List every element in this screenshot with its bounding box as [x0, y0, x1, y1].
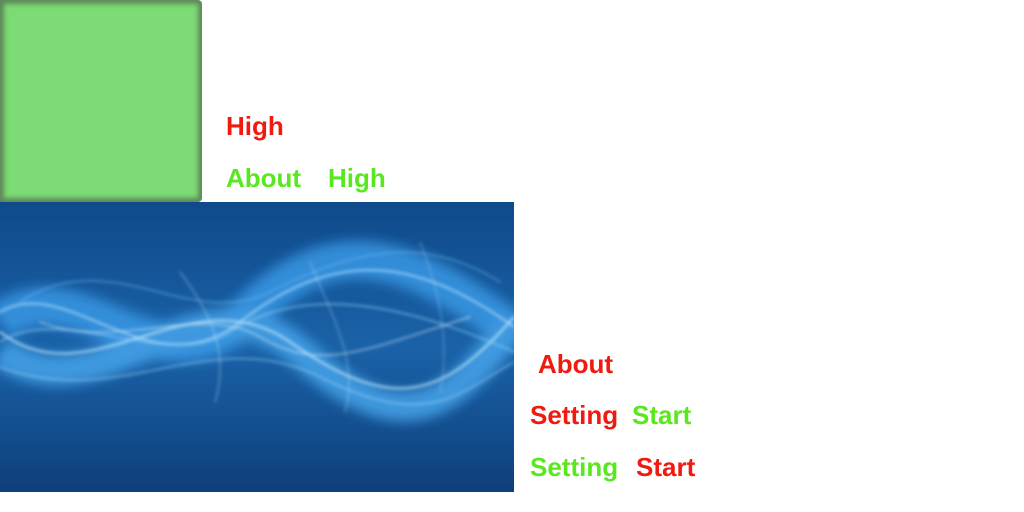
tile-grid — [0, 0, 202, 202]
about-option-red[interactable]: About — [538, 349, 614, 379]
start-option-green[interactable]: Start — [632, 400, 692, 430]
setting-option-red[interactable]: Setting — [530, 400, 619, 430]
start-option-red[interactable]: Start — [636, 452, 696, 482]
high-option-green[interactable]: High — [328, 163, 386, 193]
setting-option-green[interactable]: Setting — [530, 452, 619, 482]
about-option-green[interactable]: About — [226, 163, 302, 193]
high-option-red[interactable]: High — [226, 111, 284, 141]
smoke-wave-banner — [0, 202, 514, 492]
